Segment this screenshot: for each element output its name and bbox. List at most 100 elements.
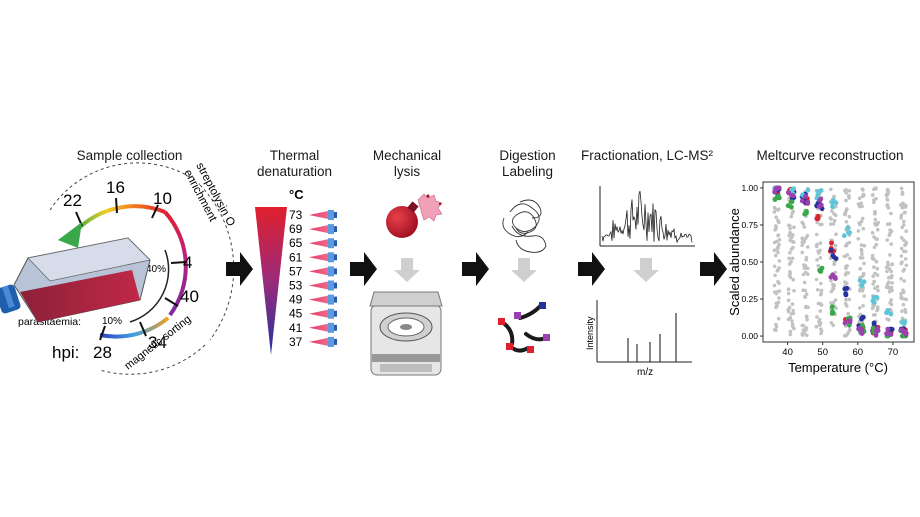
- title-digestion-labeling: Digestion Labeling: [485, 148, 570, 181]
- background-point: [800, 220, 804, 225]
- background-point: [870, 256, 875, 261]
- background-point: [884, 265, 889, 270]
- background-point: [819, 329, 824, 333]
- background-point: [901, 223, 906, 227]
- tube-icon: [309, 308, 337, 319]
- background-point: [845, 253, 850, 257]
- background-point: [890, 281, 894, 285]
- background-point: [832, 218, 837, 223]
- background-point: [858, 255, 863, 260]
- mechanical-panel: [369, 193, 443, 376]
- series-point: [828, 247, 834, 253]
- background-point: [772, 210, 777, 214]
- flow-arrow-4: [578, 252, 605, 286]
- sample-collection-panel: 22 16 10 4 40 34 28 hpi: parasitaemia: 1…: [0, 161, 237, 375]
- cycle-arc-bottom: [99, 316, 170, 339]
- series-point: [776, 193, 781, 199]
- background-point: [902, 279, 906, 283]
- hpi-34: 34: [148, 333, 167, 352]
- series-point: [846, 322, 852, 328]
- series-point: [829, 304, 835, 310]
- background-point: [804, 255, 809, 260]
- temperature-label: 37: [289, 335, 303, 349]
- tag-purple-2: [543, 334, 550, 341]
- series-point: [857, 325, 862, 331]
- background-point: [900, 260, 904, 264]
- background-point: [790, 239, 795, 244]
- hpi-label: hpi:: [52, 343, 79, 362]
- ms-spectrum-icon: Intensity m/z: [585, 300, 692, 378]
- digestion-panel: [498, 199, 550, 353]
- background-point: [904, 229, 908, 233]
- hpi-10: 10: [153, 189, 172, 208]
- background-point: [776, 267, 781, 272]
- tag-red-3: [527, 346, 534, 353]
- background-point: [903, 243, 907, 247]
- series-point: [817, 197, 823, 203]
- data-points: [772, 185, 909, 339]
- background-point: [834, 232, 838, 236]
- background-point: [832, 212, 836, 216]
- series-point: [828, 274, 834, 280]
- background-point: [830, 209, 834, 213]
- tag-blue-1: [539, 302, 546, 309]
- background-point: [814, 244, 819, 248]
- background-point: [904, 203, 908, 208]
- background-point: [885, 269, 889, 274]
- plot-area: [762, 181, 915, 343]
- background-point: [802, 331, 806, 335]
- series-point: [889, 326, 895, 332]
- series-point: [888, 311, 894, 317]
- background-point: [805, 333, 809, 338]
- background-point: [885, 197, 889, 202]
- background-point: [776, 279, 780, 284]
- background-point: [844, 188, 848, 192]
- cycle-arc-top: [73, 204, 166, 234]
- background-point: [875, 305, 880, 309]
- background-point: [831, 323, 835, 328]
- series-point: [772, 197, 778, 203]
- tube-icon: [309, 224, 337, 235]
- title-thermal-line1: Thermal: [269, 148, 320, 163]
- background-point: [876, 288, 880, 293]
- series-point: [832, 274, 838, 280]
- background-point: [776, 316, 781, 321]
- background-point: [818, 222, 822, 227]
- background-point: [787, 273, 792, 278]
- parasitaemia-label: parasitaemia:: [18, 316, 81, 328]
- background-point: [901, 302, 906, 307]
- green-arrow-icon: [58, 222, 82, 248]
- temperature-label: 73: [289, 208, 303, 222]
- background-point: [875, 308, 879, 313]
- background-point: [788, 224, 792, 228]
- tag-purple-1: [514, 312, 521, 319]
- centrifuge-icon: [369, 291, 443, 376]
- background-point: [904, 263, 909, 268]
- background-point: [858, 222, 862, 227]
- series-point: [857, 278, 863, 283]
- hpi-28: 28: [93, 343, 112, 362]
- background-point: [901, 201, 905, 206]
- background-point: [788, 226, 792, 231]
- background-point: [888, 228, 892, 232]
- background-point: [805, 233, 810, 238]
- background-point: [860, 216, 865, 221]
- series-point: [884, 309, 890, 315]
- background-point: [862, 294, 866, 298]
- background-point: [899, 216, 903, 220]
- background-point: [776, 233, 780, 238]
- x-tick-label: 70: [888, 347, 899, 358]
- background-point: [792, 326, 796, 331]
- background-point: [847, 297, 852, 302]
- background-point: [900, 309, 904, 314]
- background-point: [815, 315, 819, 319]
- background-point: [818, 301, 823, 306]
- background-point: [847, 189, 852, 193]
- background-point: [871, 274, 875, 279]
- background-point: [871, 304, 876, 309]
- series-point: [861, 279, 867, 285]
- fractionation-panel: Intensity m/z: [585, 186, 695, 378]
- background-point: [772, 328, 777, 332]
- chart-xlabel: Temperature (°C): [788, 360, 888, 375]
- background-point: [786, 291, 791, 296]
